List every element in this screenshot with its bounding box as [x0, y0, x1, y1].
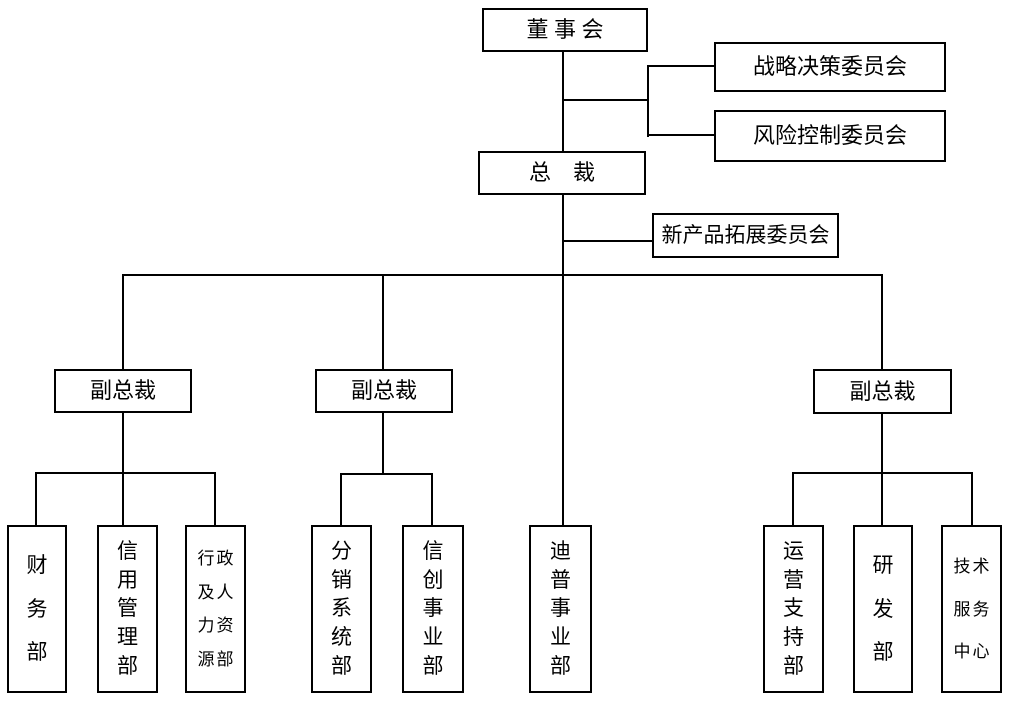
dept-text-row: 持	[783, 625, 804, 650]
dept-text-row: 支	[783, 596, 804, 621]
connector-drop-vp2	[382, 274, 384, 369]
dept-text-row: 营	[783, 567, 804, 592]
connector-right-sub-horizontal	[792, 472, 973, 474]
connector-drop-distribution	[340, 473, 342, 526]
connector-president-to-dipu	[562, 195, 564, 526]
connector-drop-xinchuang	[431, 473, 433, 526]
connector-drop-vp1	[122, 274, 124, 369]
dept-text-row: 信	[117, 538, 138, 563]
dept-text-row: 中心	[953, 641, 992, 661]
connector-drop-finance	[35, 472, 37, 526]
connector-to-risk-committee	[647, 134, 714, 136]
dept-text-row: 统	[331, 625, 352, 650]
connector-vp2-to-sub	[382, 413, 384, 475]
dept-text-row: 创	[422, 567, 444, 592]
dept-text-row: 部	[422, 654, 444, 679]
dept-text-row: 研	[872, 553, 894, 578]
dept-text-row: 部	[26, 639, 48, 664]
connector-drop-operation-support	[792, 472, 794, 526]
connector-to-strategy-committee	[647, 65, 714, 67]
dept-box-tech-service-center: 技术 服务 中心	[941, 525, 1002, 693]
dept-text-row: 普	[550, 567, 571, 592]
dept-box-rnd: 研 发 部	[853, 525, 913, 693]
dept-text-row: 销	[331, 567, 352, 592]
vp-box-3: 副总裁	[813, 369, 952, 414]
dept-box-dipu-business: 迪 普 事 业 部	[529, 525, 592, 693]
vp-label-1: 副总裁	[89, 378, 156, 403]
connector-drop-vp3	[881, 274, 883, 369]
strategy-committee-label: 战略决策委员会	[752, 54, 907, 79]
connector-drop-admin-hr	[214, 472, 216, 526]
vp-box-2: 副总裁	[315, 369, 453, 413]
connector-vp1-to-credit-dept	[122, 413, 124, 526]
connector-mid-sub-horizontal	[340, 473, 433, 475]
dept-text-row: 分	[331, 538, 352, 563]
risk-committee-label: 风险控制委员会	[752, 123, 907, 148]
dept-box-admin-hr: 行政 及人 力资 源部	[185, 525, 246, 693]
dept-text-row: 运	[783, 538, 804, 563]
board-box: 董 事 会	[482, 8, 648, 52]
connector-vp3-to-rnd-dept	[881, 413, 883, 526]
president-box: 总 裁	[478, 151, 646, 195]
dept-text-row: 务	[26, 596, 48, 621]
dept-box-credit-management: 信 用 管 理 部	[97, 525, 158, 693]
dept-text-row: 服务	[953, 599, 992, 619]
dept-text-row: 事	[550, 596, 571, 621]
dept-box-distribution-system: 分 销 系 统 部	[311, 525, 372, 693]
dept-text-row: 源部	[197, 650, 236, 670]
dept-text-row: 理	[117, 625, 138, 650]
vp-label-3: 副总裁	[849, 378, 916, 404]
risk-committee-box: 风险控制委员会	[714, 110, 946, 162]
dept-text-row: 部	[550, 654, 571, 679]
connector-trunk-to-committee-junction	[562, 99, 649, 101]
dept-text-row: 用	[117, 567, 138, 592]
vp-box-1: 副总裁	[54, 369, 192, 413]
dept-text-row: 部	[783, 654, 804, 679]
dept-text-row: 部	[117, 654, 138, 679]
dept-text-row: 部	[331, 654, 352, 679]
dept-text-row: 发	[872, 596, 894, 621]
connector-drop-tech-service	[971, 472, 973, 526]
president-label: 总 裁	[528, 160, 595, 185]
dept-text-row: 事	[422, 596, 444, 621]
dept-box-operation-support: 运 营 支 持 部	[763, 525, 824, 693]
connector-committee-junction	[647, 65, 649, 137]
dept-text-row: 部	[872, 639, 894, 664]
dept-text-row: 行政	[197, 548, 236, 568]
dept-text-row: 及人	[197, 582, 236, 602]
dept-text-row: 迪	[550, 538, 571, 563]
dept-box-xinchuang-business: 信 创 事 业 部	[402, 525, 464, 693]
dept-text-row: 信	[422, 538, 444, 563]
dept-text-row: 力资	[197, 616, 236, 636]
connector-left-sub-horizontal	[35, 472, 216, 474]
dept-text-row: 系	[331, 596, 352, 621]
board-label: 董 事 会	[526, 17, 604, 42]
dept-text-row: 技术	[953, 557, 992, 577]
connector-board-to-president	[562, 52, 564, 152]
new-product-committee-box: 新产品拓展委员会	[652, 213, 839, 258]
new-product-committee-label: 新产品拓展委员会	[661, 223, 830, 247]
dept-text-row: 财	[26, 553, 48, 578]
dept-text-row: 业	[550, 625, 571, 650]
connector-main-horizontal	[122, 274, 883, 276]
dept-box-finance: 财 务 部	[7, 525, 67, 693]
strategy-committee-box: 战略决策委员会	[714, 42, 946, 92]
dept-text-row: 管	[117, 596, 138, 621]
dept-text-row: 业	[422, 625, 444, 650]
vp-label-2: 副总裁	[350, 378, 417, 403]
connector-to-new-product-committee	[562, 240, 652, 242]
